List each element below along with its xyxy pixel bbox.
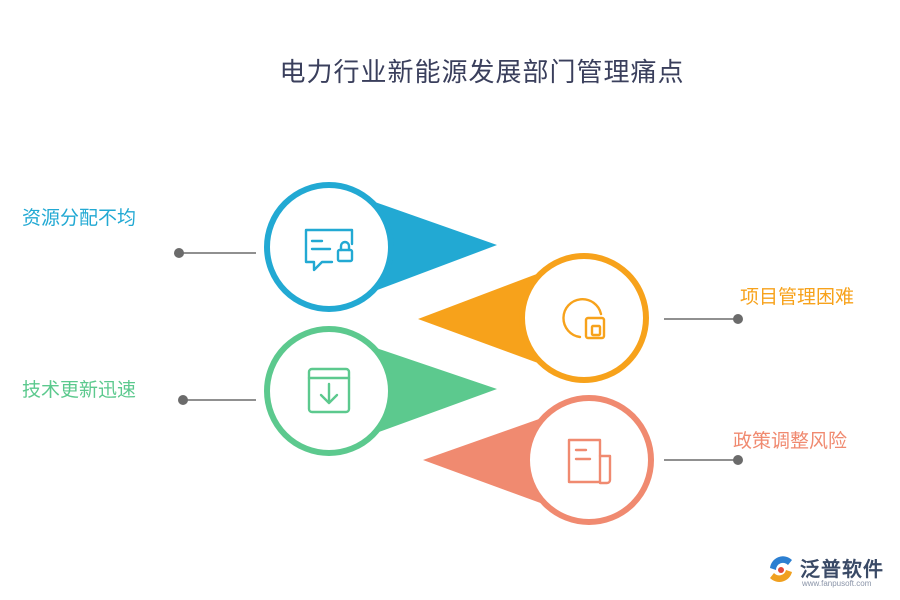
connector-dot-2 [733, 314, 743, 324]
brand-logo-icon [770, 556, 792, 582]
pain-point-2 [418, 253, 743, 383]
pain-point-4 [423, 395, 743, 525]
label-2: 项目管理困难 [740, 286, 855, 308]
label-4: 政策调整风险 [733, 430, 848, 452]
connector-dot-1 [174, 248, 184, 258]
connector-dot-4 [733, 455, 743, 465]
icon-circle-1 [264, 182, 394, 312]
download-box-icon [307, 367, 351, 414]
icon-circle-2 [519, 253, 649, 383]
message-lock-icon [304, 228, 354, 272]
brand-name: 泛普软件 [800, 557, 884, 581]
brand-url: www.fanpusoft.com [802, 579, 872, 588]
document-icon [567, 438, 612, 485]
pie-chart-icon [562, 297, 606, 340]
label-1: 资源分配不均 [22, 207, 137, 229]
diagram-title: 电力行业新能源发展部门管理痛点 [279, 58, 685, 88]
connector-dot-3 [178, 395, 188, 405]
pain-point-3 [178, 326, 497, 456]
pain-point-1 [174, 182, 497, 312]
label-3: 技术更新迅速 [22, 379, 137, 401]
